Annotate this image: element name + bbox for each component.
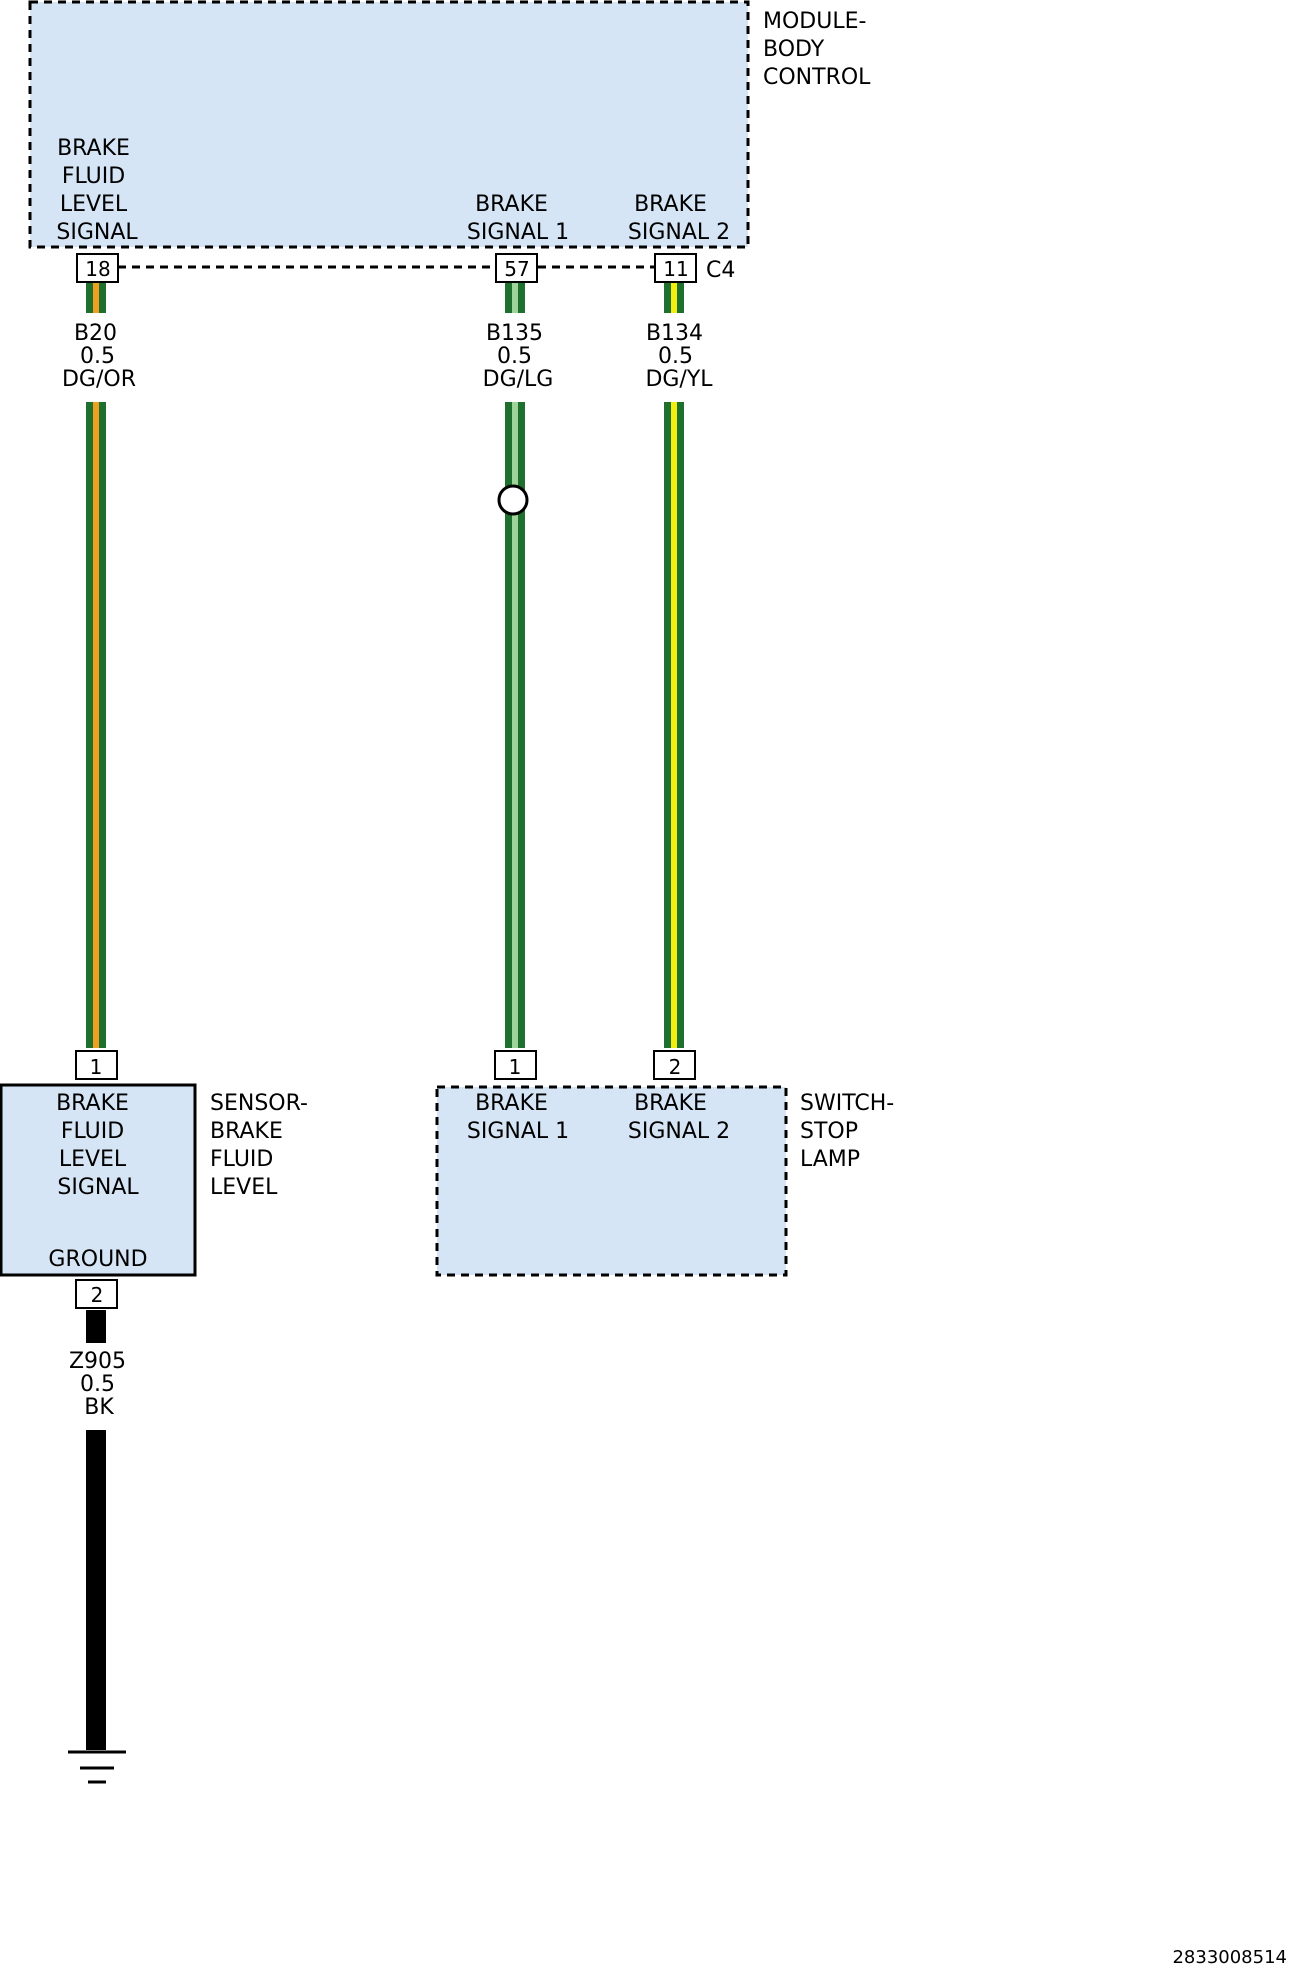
body-control-module-box [28,0,750,249]
sensor-pin-1: 1 [75,1050,118,1080]
switch-pin-1-label: BRAKE SIGNAL 1 [467,1091,569,1144]
ground-icon [68,1750,126,1784]
switch-pin-2: 2 [653,1050,696,1080]
figure-id: 2833008514 [1172,1947,1287,1968]
module-pin-57: 57 [495,253,538,283]
switch-pin-1: 1 [494,1050,537,1080]
switch-pin-2-label: BRAKE SIGNAL 2 [628,1091,730,1144]
switch-box [435,1085,788,1277]
module-pin-57-label: BRAKE SIGNAL 1 [467,192,569,245]
sensor-name: SENSOR- BRAKE FLUID LEVEL [210,1091,315,1200]
wire-b20-label: B20 0.5 DG/OR [62,321,136,392]
sensor-signal-label: BRAKE FLUID LEVEL SIGNAL [56,1091,139,1200]
svg-text:11: 11 [663,257,688,281]
module-pin-11-label: BRAKE SIGNAL 2 [628,192,730,245]
module-pin-11: 11 [654,253,697,283]
splice-circle [497,484,529,516]
wire-b135-label: B135 0.5 DG/LG [483,321,554,392]
connector-label: C4 [706,258,735,283]
module-name: MODULE- BODY CONTROL [763,9,873,90]
svg-text:2: 2 [91,1283,104,1307]
wire-b134 [664,283,684,1048]
wire-b135 [505,283,525,1048]
module-pin-18-label: BRAKE FLUID LEVEL SIGNAL [56,136,138,245]
svg-text:2: 2 [669,1055,682,1079]
svg-text:18: 18 [85,257,110,281]
module-pin-18: 18 [76,253,119,283]
sensor-box [0,1083,197,1277]
svg-text:1: 1 [509,1055,522,1079]
switch-name: SWITCH- STOP LAMP [800,1091,901,1172]
wire-b134-label: B134 0.5 DG/YL [645,321,713,392]
wire-b20 [86,283,106,1048]
sensor-pin-2: 2 [75,1279,118,1309]
svg-text:1: 1 [90,1055,103,1079]
sensor-ground-label: GROUND [48,1247,147,1272]
wire-z905 [86,1310,106,1750]
wire-z905-label: Z905 0.5 BK [69,1349,133,1420]
svg-text:57: 57 [504,257,529,281]
